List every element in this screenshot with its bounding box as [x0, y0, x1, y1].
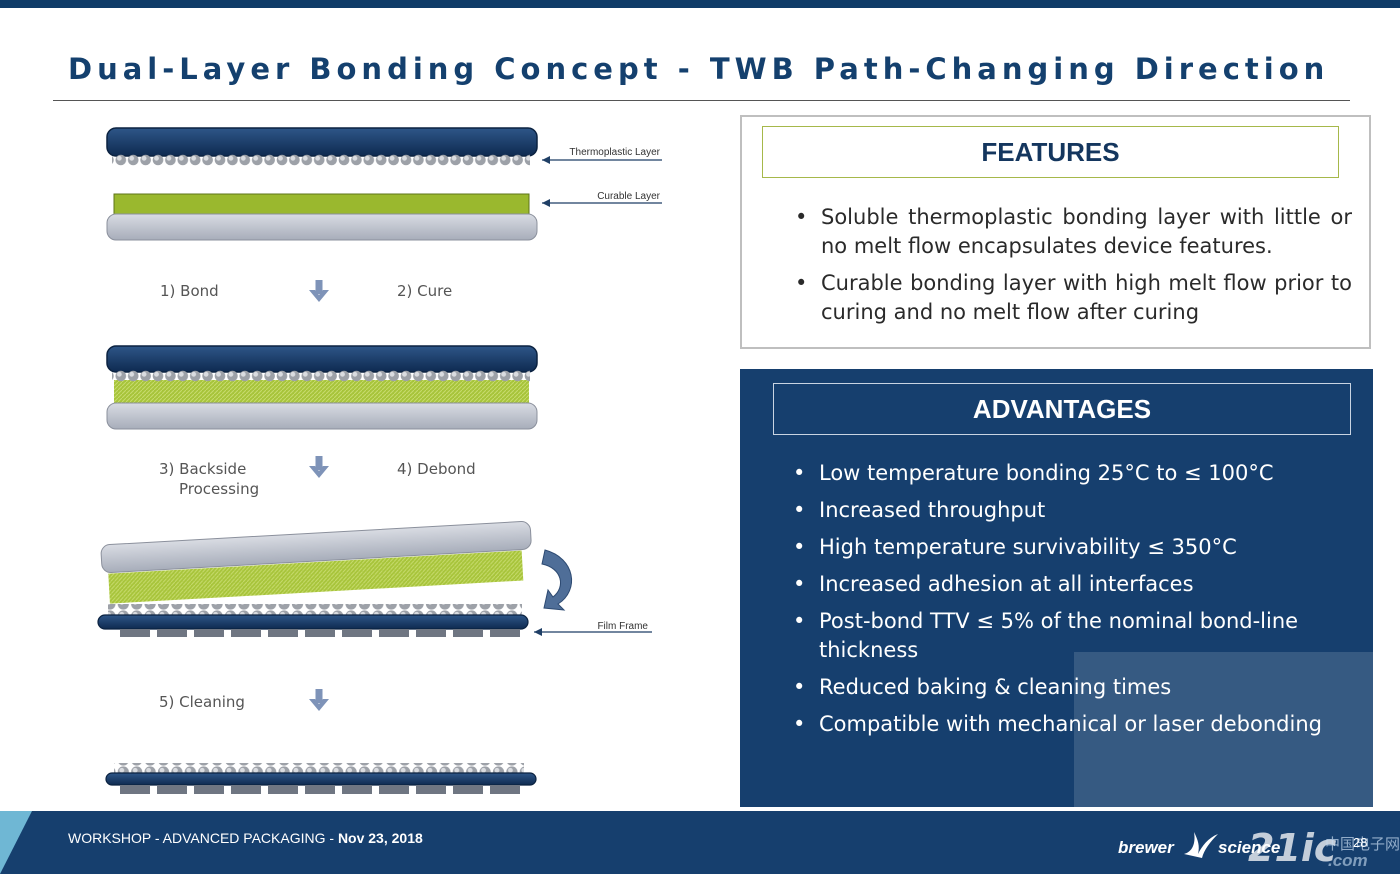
- curable-layer-label: Curable Layer: [597, 191, 660, 202]
- advantages-heading: ADVANTAGES: [773, 383, 1351, 435]
- film-frame-label: Film Frame: [597, 621, 648, 632]
- thermoplastic-bumps: [112, 154, 530, 166]
- footer-accent-stripe: [0, 811, 32, 874]
- top-bar: [0, 0, 1400, 8]
- footer-date: Nov 23, 2018: [337, 830, 423, 846]
- rotate-arrow-icon: [541, 549, 573, 611]
- advantage-item: Low temperature bonding 25°C to ≤ 100°C: [785, 459, 1345, 488]
- feature-item: Curable bonding layer with high melt flo…: [787, 269, 1352, 327]
- advantage-item: Increased adhesion at all interfaces: [785, 570, 1345, 599]
- logo-bird-icon: [1184, 832, 1218, 858]
- step-cleaning: 5) Cleaning: [159, 693, 245, 711]
- logo-word-left: brewer: [1118, 838, 1174, 857]
- debonding-carrier: [100, 521, 532, 604]
- watermark-com: .com: [1328, 851, 1368, 870]
- advantages-panel: ADVANTAGES Low temperature bonding 25°C …: [740, 369, 1373, 807]
- step-debond: 4) Debond: [397, 460, 476, 478]
- film-frame-device: [97, 614, 529, 630]
- feature-item: Soluble thermoplastic bonding layer with…: [787, 203, 1352, 261]
- cleaned-device: [105, 772, 537, 786]
- features-panel: FEATURES Soluble thermoplastic bonding l…: [740, 115, 1371, 349]
- step-backside-line2: Processing: [179, 480, 259, 498]
- carrier-wafer: [106, 213, 538, 241]
- curable-layer: [113, 193, 530, 217]
- thermoplastic-layer-label: Thermoplastic Layer: [569, 147, 660, 158]
- features-heading: FEATURES: [762, 126, 1339, 178]
- watermark-brand: 21ic: [1248, 826, 1337, 870]
- step-backside: 3) Backside: [159, 460, 246, 478]
- slide-title: Dual-Layer Bonding Concept - TWB Path-Ch…: [68, 52, 1330, 86]
- film-frame-bumps: [108, 604, 522, 617]
- process-diagram: Thermoplastic Layer Curable Layer 1) Bon…: [97, 127, 662, 794]
- title-rule: [53, 100, 1350, 101]
- advantage-item: Increased throughput: [785, 496, 1345, 525]
- film-frame-dies: [120, 629, 520, 637]
- footer-bar: [0, 811, 1400, 874]
- advantage-item: High temperature survivability ≤ 350°C: [785, 533, 1345, 562]
- advantages-list: Low temperature bonding 25°C to ≤ 100°C …: [785, 459, 1345, 747]
- advantage-item: Compatible with mechanical or laser debo…: [785, 710, 1345, 739]
- footer-event: WORKSHOP - ADVANCED PACKAGING - Nov 23, …: [68, 830, 423, 846]
- step-cure: 2) Cure: [397, 282, 452, 300]
- bonded-device-wafer: [106, 345, 538, 373]
- down-arrow-icon: [309, 689, 329, 711]
- device-wafer: [106, 127, 538, 157]
- bonded-carrier-wafer: [106, 402, 538, 430]
- cleaned-dies: [120, 785, 520, 794]
- logo-word-right: science: [1218, 838, 1281, 857]
- advantage-item: Reduced baking & cleaning times: [785, 673, 1345, 702]
- brewer-science-logo: brewer science: [1118, 824, 1288, 868]
- step-bond: 1) Bond: [160, 282, 219, 300]
- bonded-bumps: [112, 370, 530, 382]
- bonded-curable-layer: [114, 380, 529, 404]
- footer-event-name: WORKSHOP - ADVANCED PACKAGING -: [68, 830, 338, 846]
- watermark-cn: 中国电子网: [1325, 836, 1400, 853]
- page-number: 28: [1353, 835, 1368, 850]
- down-arrow-icon: [309, 456, 329, 478]
- down-arrow-icon: [309, 280, 329, 302]
- advantage-item: Post-bond TTV ≤ 5% of the nominal bond-l…: [785, 607, 1345, 665]
- features-list: Soluble thermoplastic bonding layer with…: [787, 203, 1352, 335]
